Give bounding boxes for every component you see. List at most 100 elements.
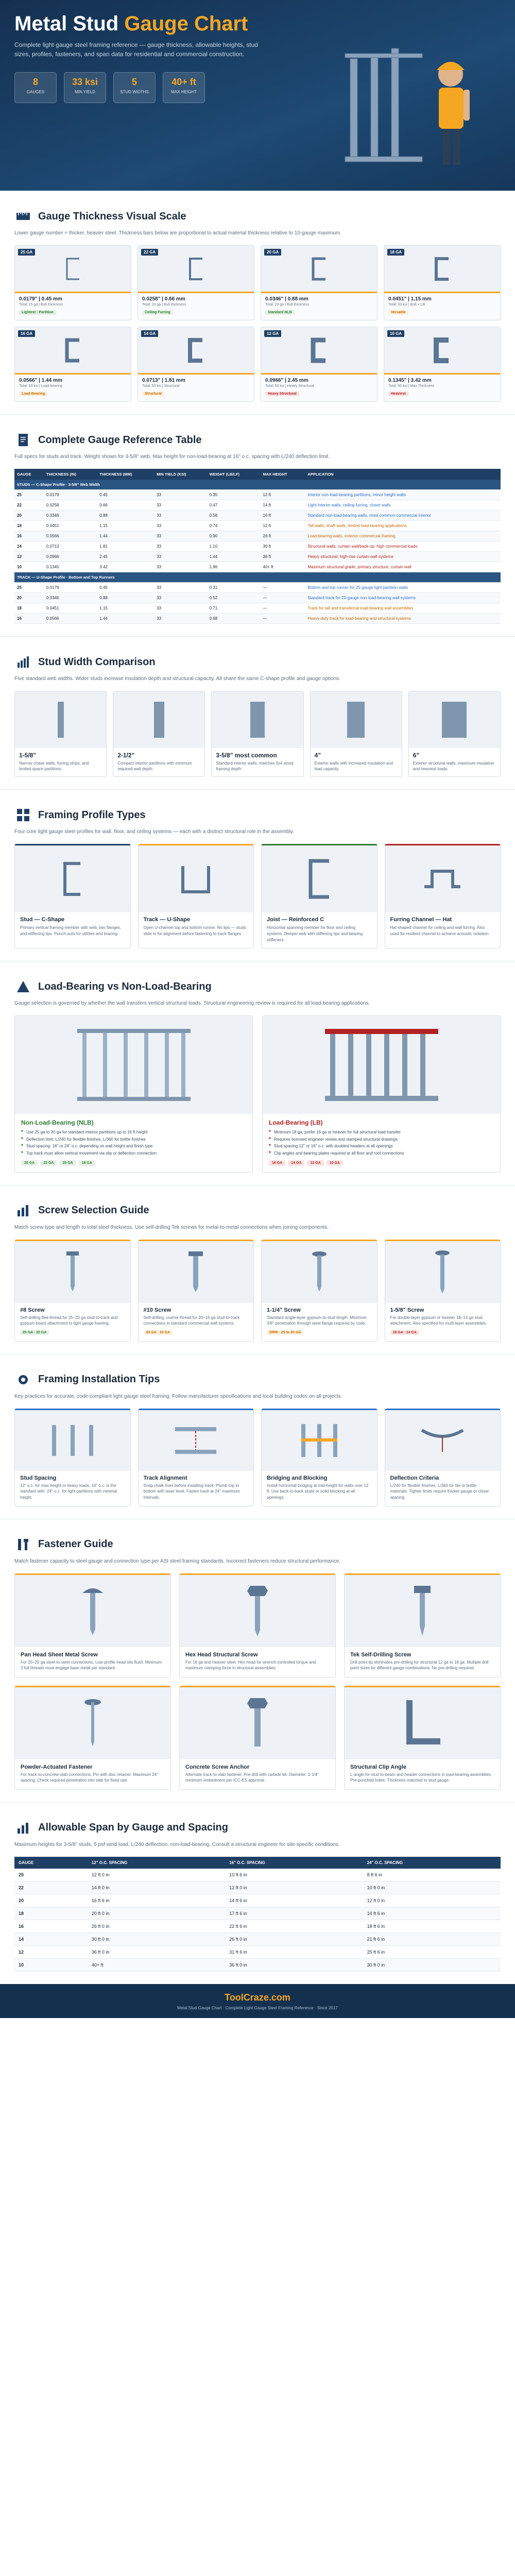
ref-cell: — — [260, 582, 305, 593]
ref-cell: 0.0258 — [44, 500, 97, 511]
ref-cell: 1.81 — [97, 541, 154, 552]
span-cell: 26 ft 0 in — [225, 1933, 363, 1946]
install-tips-desc: Key practices for accurate, code-complia… — [14, 1393, 342, 1399]
load-bearing-section: Load-Bearing vs Non-Load-Bearing Gauge s… — [0, 961, 515, 1184]
ref-cell: 20 — [14, 592, 44, 603]
c-stud-icon — [434, 257, 449, 281]
width-card-6: 6"Exterior structural walls, maximum ins… — [408, 691, 501, 777]
page-title: Metal Stud Gauge Chart — [14, 12, 248, 35]
screw-icon — [188, 1251, 203, 1292]
fastener-desc: Match fastener capacity to steel gauge a… — [14, 1558, 341, 1564]
ref-cell: — — [260, 592, 305, 603]
ref-cell: 0.66 — [97, 500, 154, 511]
ref-cell: 33 — [154, 489, 207, 500]
ref-cell: Load-bearing walls, exterior commercial … — [305, 531, 501, 541]
pan-head-screw-icon — [82, 1588, 103, 1635]
span-title: Allowable Span by Gauge and Spacing — [38, 1822, 228, 1834]
width-card-1-5-8: 1-5/8"Narrow chase walls, furring strips… — [14, 691, 107, 777]
width-card-2-1-2: 2-1/2"Compact interior partitions with m… — [113, 691, 205, 777]
ref-header-cell: MIN YIELD (KSI) — [154, 469, 207, 480]
ref-header-cell: APPLICATION — [305, 469, 501, 480]
fastener-section: Fastener Guide Match fastener capacity t… — [0, 1518, 515, 1802]
nlb-card: Non-Load-Bearing (NLB) Use 25 ga to 20 g… — [14, 1015, 253, 1173]
ref-cell: 16 ft — [260, 510, 305, 521]
hero-banner: Metal Stud Gauge Chart Complete light ga… — [0, 0, 515, 191]
ref-cell: 1.15 — [97, 603, 154, 614]
footer: ToolCraze.com Metal Stud Gauge Chart · C… — [0, 1984, 515, 2018]
ref-cell: — — [260, 613, 305, 624]
profile-types-section: Framing Profile Types Four core light ga… — [0, 789, 515, 961]
u-track-icon — [181, 866, 211, 894]
footer-brand[interactable]: ToolCraze.com — [225, 1992, 290, 2003]
clip-angle-icon — [406, 1700, 440, 1744]
reference-title: Complete Gauge Reference Table — [38, 434, 202, 446]
ref-cell: Standard non-load-bearing walls, most co… — [305, 510, 501, 521]
bar-chart-icon — [14, 1202, 32, 1219]
ref-cell: 0.0713 — [44, 541, 97, 552]
hero-subtitle: Complete light gauge steel framing refer… — [14, 41, 258, 58]
c-stud-icon — [63, 862, 80, 896]
ref-cell: 2.45 — [97, 551, 154, 562]
span-cell: 16 — [14, 1920, 88, 1933]
bar-chart-icon — [14, 653, 32, 671]
span-cell: 30 ft 0 in — [363, 1958, 501, 1972]
span-cell: 14 — [14, 1933, 88, 1946]
span-cell: 10 ft 0 in — [363, 1881, 501, 1894]
span-cell: 12 ft 0 in — [363, 1894, 501, 1907]
ref-cell: 16 — [14, 531, 44, 541]
ref-cell: 18 — [14, 603, 44, 614]
span-cell: 12 ft 0 in — [225, 1881, 363, 1894]
span-header-cell: GAUGE — [14, 1856, 88, 1869]
document-icon — [14, 431, 32, 449]
ref-cell: 33 — [154, 592, 207, 603]
screw-icon — [435, 1250, 450, 1294]
ref-cell: Track for tall and transitional load-bea… — [305, 603, 501, 614]
span-cell: 14 ft 6 in — [225, 1894, 363, 1907]
ref-cell: 0.31 — [207, 582, 261, 593]
chart-icon — [14, 1819, 32, 1837]
hex-head-screw-icon — [247, 1585, 268, 1636]
stud-spacing-icon — [52, 1425, 93, 1456]
gauge-scale-title: Gauge Thickness Visual Scale — [38, 210, 186, 222]
c-stud-icon — [187, 337, 202, 363]
ref-cell: 26 ft — [260, 531, 305, 541]
ref-cell: Heavy-duty track for load-bearing and st… — [305, 613, 501, 624]
ref-cell: Structural walls, curtain wall/back-up, … — [305, 541, 501, 552]
ref-cell: 12 ft — [260, 489, 305, 500]
ref-cell: 33 — [154, 531, 207, 541]
screw-title: Screw Selection Guide — [38, 1205, 149, 1216]
span-cell: 10 — [14, 1958, 88, 1972]
ref-cell: 33 — [154, 551, 207, 562]
install-tips-title: Framing Installation Tips — [38, 1374, 160, 1385]
span-header-cell: 12" O.C. SPACING — [87, 1856, 226, 1869]
gauge-scale-desc: Lower gauge number = thicker, heavier st… — [14, 230, 341, 236]
ref-cell: 0.0451 — [44, 520, 97, 531]
ref-cell: 33 — [154, 582, 207, 593]
ref-cell: Standard track for 20-gauge non-load-bea… — [305, 592, 501, 603]
ref-cell: 1.44 — [207, 551, 261, 562]
concrete-anchor-icon — [247, 1698, 268, 1747]
ref-cell: 1.96 — [207, 562, 261, 572]
ref-cell: 0.0346 — [44, 592, 97, 603]
ref-cell: 0.0346 — [44, 510, 97, 521]
ref-cell: 0.68 — [207, 613, 261, 624]
